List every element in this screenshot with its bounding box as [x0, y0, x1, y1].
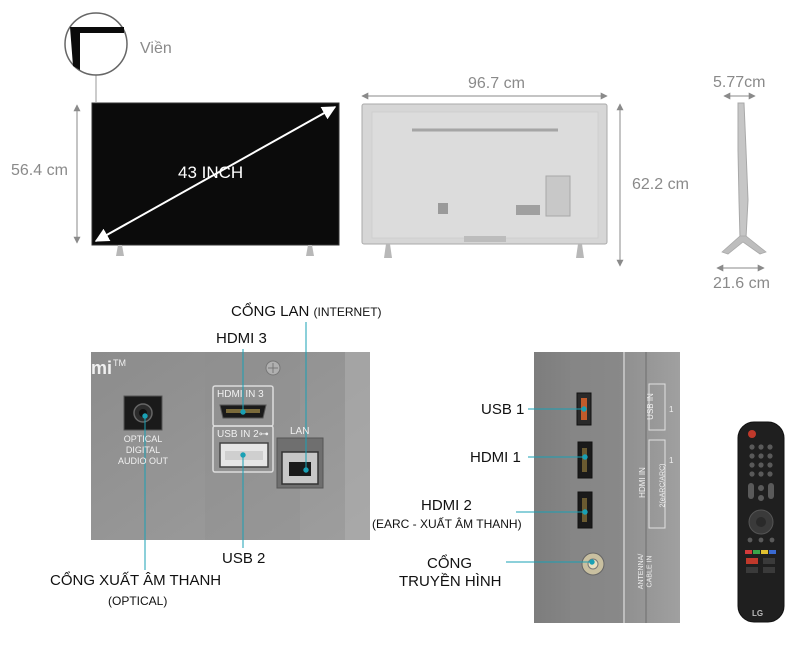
bezel-label: Viền: [140, 40, 172, 57]
hdmi2-label: HDMI 2: [421, 497, 472, 514]
lan-port-label: CỔNG LAN: [231, 303, 310, 320]
side-usb-num: 1: [669, 405, 674, 414]
rear-port-panel: [91, 352, 370, 540]
hdmi-tm: TM: [113, 358, 126, 368]
diagonal-arrow: [94, 106, 337, 242]
depth-stand-label: 21.6 cm: [713, 275, 770, 292]
side-hdmi-num: 1: [669, 456, 674, 465]
audio-out-sub: (OPTICAL): [108, 594, 168, 608]
tv-front-view: [91, 102, 340, 256]
lan-panel-label: LAN: [290, 426, 310, 437]
usb1-label: USB 1: [481, 401, 525, 418]
left-callout-lines: [142, 322, 309, 570]
side-usb-in-panel-label: USB IN: [645, 393, 655, 420]
usb-in2-panel-label: USB IN 2⊶: [217, 429, 269, 440]
remote-brand-logo: LG: [752, 609, 764, 618]
hdmi-logo-fragment: mi: [91, 358, 113, 378]
antenna-label-line1: CỔNG: [427, 555, 472, 572]
lan-port-callout: CỔNG LAN (INTERNET): [231, 303, 382, 320]
tv-front-foot-right: [306, 245, 314, 256]
side-cable-in-panel-label: CABLE IN: [646, 555, 654, 588]
tv-back-view: [361, 103, 608, 258]
tv-side-view: [721, 102, 767, 255]
remote-power-button: [748, 430, 756, 438]
side-callout-lines: [506, 406, 595, 565]
side-antenna-panel-label: ANTENNA/: [638, 553, 646, 590]
usb2-label: USB 2: [222, 550, 266, 567]
side-port-panel: [534, 352, 680, 623]
screen-size-label: 43 INCH: [178, 163, 244, 182]
lan-port-sub: (INTERNET): [313, 305, 382, 319]
hdmi1-label: HDMI 1: [470, 449, 521, 466]
bezel-callout: [64, 12, 128, 103]
optical-panel-label: OPTICAL DIGITAL AUDIO OUT: [117, 434, 168, 466]
hdmi-in3-panel-label: HDMI IN 3: [217, 389, 264, 400]
remote-control: [737, 421, 785, 623]
width-label: 96.7 cm: [468, 75, 525, 92]
tv-front-foot-left: [116, 245, 124, 256]
hdmi3-label: HDMI 3: [216, 330, 267, 347]
side-hdmi-in-panel-label: HDMI IN: [637, 467, 647, 498]
audio-out-label: CỔNG XUẤT ÂM THANH: [50, 572, 222, 589]
antenna-label-line2: TRUYỀN HÌNH: [399, 573, 502, 590]
front-height-label: 56.4 cm: [11, 162, 68, 179]
side-hdmi-earc-panel-label: 2(eARC/ARC): [659, 463, 667, 508]
height-label: 62.2 cm: [632, 176, 689, 193]
bezel-zoom-corner: [70, 27, 124, 70]
depth-top-label: 5.77cm: [713, 74, 766, 91]
hdmi2-sub: (EARC - XUẤT ÂM THANH): [372, 517, 522, 531]
